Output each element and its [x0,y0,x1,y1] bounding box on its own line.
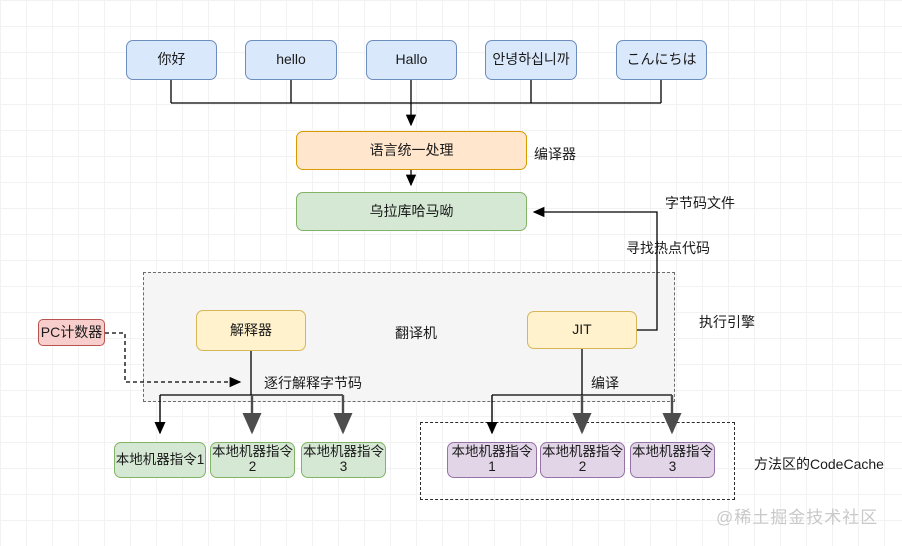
watermark: @稀土掘金技术社区 [716,508,879,527]
compiler-annotation: 编译器 [534,146,576,162]
interpret-bytecode-annotation: 逐行解释字节码 [264,375,362,391]
lang-node-label: 안녕하십니까 [492,51,570,68]
codecache-annotation: 方法区的CodeCache [754,456,884,472]
lang-node-english: hello [245,40,337,80]
translator-annotation: 翻译机 [395,325,437,341]
interpreter-node-label: 解释器 [230,321,272,338]
compile-annotation: 编译 [591,375,619,391]
jit-output-node-3: 本地机器指令3 [630,442,715,478]
bytecode-annotation: 字节码文件 [665,195,735,211]
hot-code-annotation: 寻找热点代码 [626,240,710,256]
lang-node-label: Hallo [395,51,428,68]
output-node-label: 本地机器指令1 [115,451,205,467]
lang-node-label: hello [276,51,306,68]
compiler-node-label: 语言统一处理 [369,141,454,158]
output-node-label: 本地机器指令2 [212,444,293,474]
jit-output-node-2: 本地机器指令2 [540,442,625,478]
jit-output-node-1: 本地机器指令1 [447,442,537,478]
lang-node-label: こんにちは [626,51,697,68]
lang-node-german: Hallo [366,40,457,80]
output-node-label: 本地机器指令1 [451,444,533,474]
lang-node-korean: 안녕하십니까 [485,40,577,80]
pc-counter-label: PC计数器 [40,323,103,340]
pc-counter-node: PC计数器 [38,319,105,346]
language-bus-line [170,80,662,104]
lang-node-japanese: こんにちは [616,40,707,80]
jit-node: JIT [527,311,637,349]
bytecode-node-label: 乌拉库哈马呦 [369,202,454,219]
output-node-label: 本地机器指令3 [632,444,713,474]
output-node-label: 本地机器指令3 [303,444,384,474]
bytecode-node: 乌拉库哈马呦 [296,192,527,231]
interpreter-output-node-2: 本地机器指令2 [210,442,295,478]
jit-node-label: JIT [572,321,592,338]
lang-node-chinese: 你好 [126,40,217,80]
execution-engine-annotation: 执行引擎 [699,314,755,330]
interpreter-node: 解释器 [196,310,306,351]
interpreter-output-node-3: 本地机器指令3 [301,442,386,478]
lang-node-label: 你好 [157,51,186,68]
interpreter-output-node-1: 本地机器指令1 [114,442,206,478]
compiler-node: 语言统一处理 [296,131,527,170]
output-node-label: 本地机器指令2 [542,444,623,474]
